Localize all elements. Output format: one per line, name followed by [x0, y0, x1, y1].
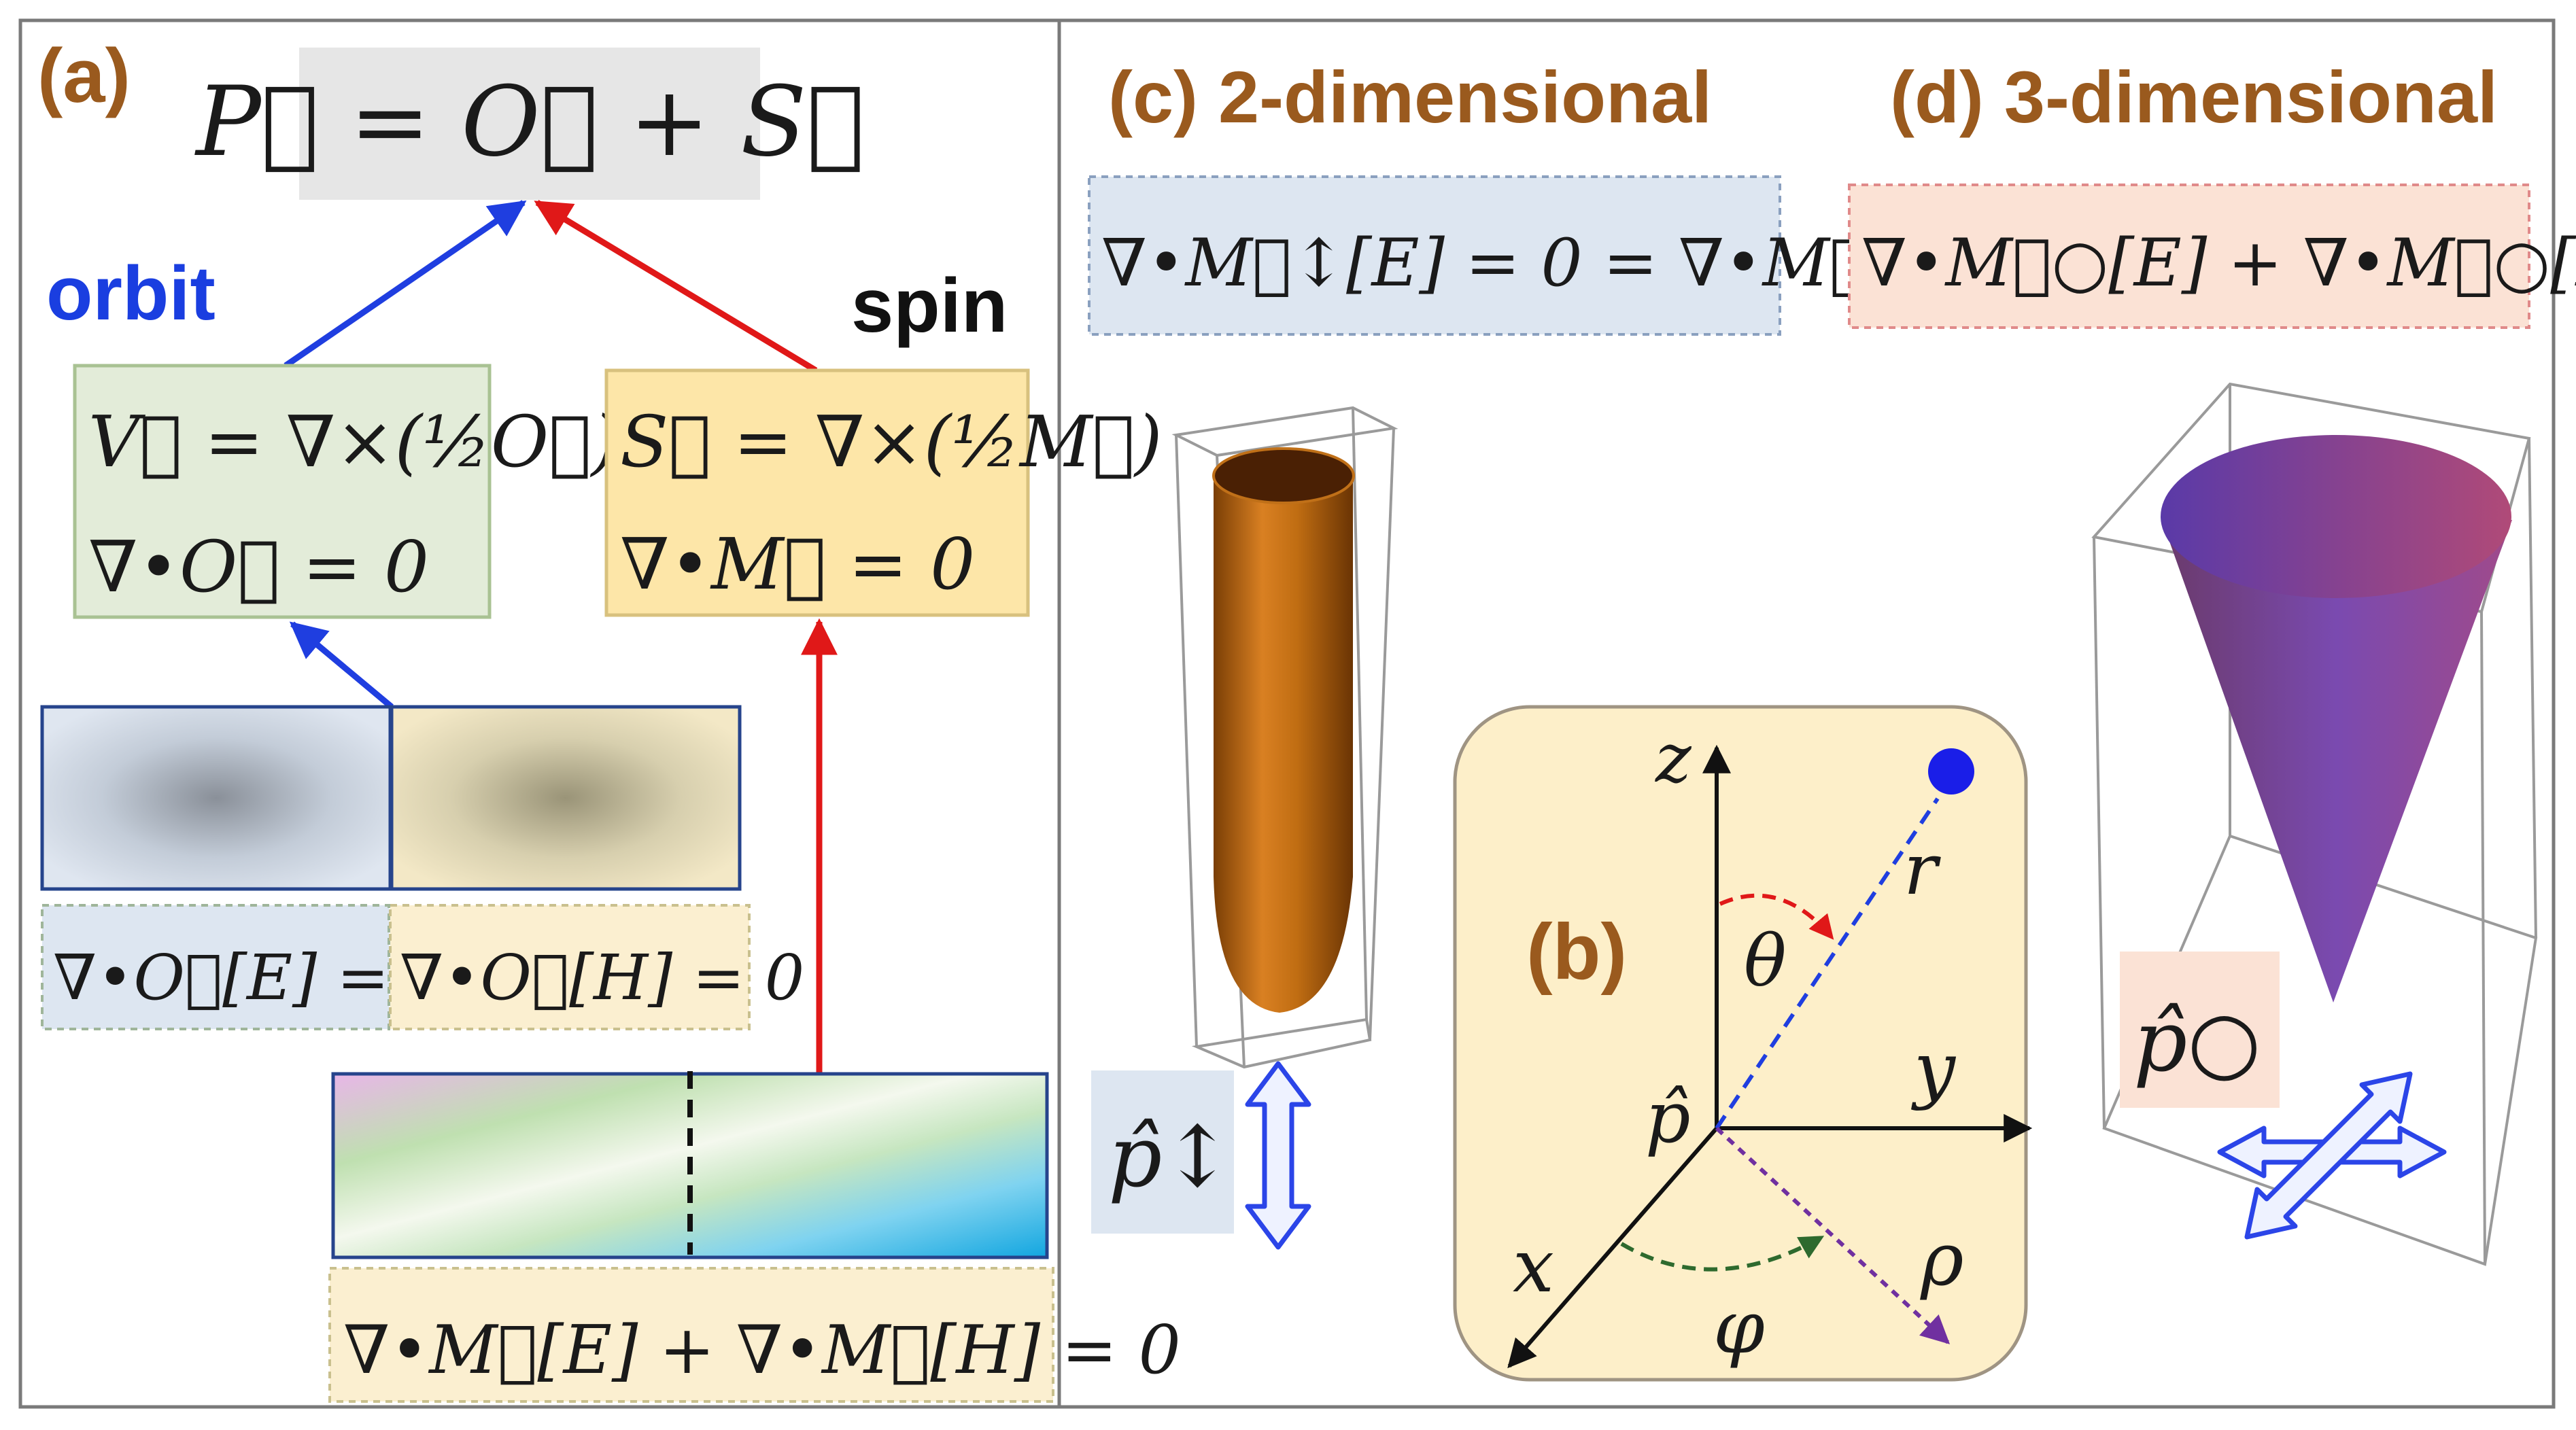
orbit-box-line1: V⃗ = ∇×(½O⃗) — [88, 400, 619, 483]
panel-c-p-label-box — [1091, 1070, 1234, 1234]
panel-b: (b) z y x r θ ρ φ p̂ — [1453, 705, 2033, 1382]
panel-c-cylinder — [1214, 476, 1353, 1013]
spin-to-total-arrow — [534, 200, 818, 373]
top-equation: P⃗ = O⃗ + S⃗ — [194, 66, 864, 178]
panel-c-cylinder-top — [1212, 447, 1355, 504]
theta-label: θ — [1744, 920, 1787, 1002]
spin-box-line1: S⃗ = ∇×(½M⃗) — [620, 400, 1163, 483]
spin-box — [604, 368, 1030, 617]
orbit-box — [73, 364, 492, 619]
orbit-label: orbit — [46, 251, 216, 336]
panel-d: (d) 3-dimensional ∇•M⃗○[E] + ∇•M⃗○[H] = … — [1848, 56, 2576, 1266]
top-equation-box — [299, 48, 760, 200]
double-headed-vertical-arrow-icon — [1245, 1061, 1311, 1250]
eq-h-box — [389, 904, 751, 1030]
h-field-pattern — [390, 705, 742, 891]
eq-e: ∇•O⃗[E] = 0 — [53, 941, 449, 1014]
e-field-pattern — [40, 705, 392, 891]
phi-arc — [1620, 1235, 1825, 1272]
eq-bottom-box — [328, 1267, 1054, 1403]
panel-c-title: (c) 2-dimensional — [1108, 56, 1712, 138]
panel-d-title: (d) 3-dimensional — [1890, 56, 2498, 138]
orbit-box-line2: ∇•O⃗ = 0 — [88, 525, 429, 608]
eq-bottom: ∇•M⃗[E] + ∇•M⃗[H] = 0 — [343, 1312, 1181, 1389]
panel-b-label: (b) — [1526, 907, 1627, 996]
outer-frame — [18, 18, 2556, 1409]
panel-d-p-label: p̂○ — [2133, 993, 2261, 1091]
panel-d-cone-top — [2161, 435, 2511, 598]
p-hat-label: p̂ — [1645, 1076, 1691, 1159]
panel-d-p-label-box — [2120, 952, 2280, 1108]
point-marker — [1928, 748, 1974, 795]
panel-a: (a) P⃗ = O⃗ + S⃗ orbit spin V⃗ = ∇×(½O⃗)… — [37, 33, 1181, 1403]
eq-h: ∇•O⃗[H] = 0 — [400, 941, 804, 1014]
r-label: r — [1904, 828, 1941, 911]
panel-c-p-label: p̂↕ — [1108, 1109, 1233, 1206]
spin-box-line2: ∇•M⃗ = 0 — [620, 523, 975, 606]
y-axis-label: y — [1910, 1027, 1957, 1112]
phi-label: φ — [1713, 1285, 1765, 1370]
z-axis-label: z — [1655, 718, 1692, 798]
r-vector — [1715, 797, 1940, 1130]
panel-d-bounding-box — [2091, 382, 2538, 1266]
panel-a-label: (a) — [37, 33, 131, 118]
orbit-to-total-arrow — [284, 200, 527, 368]
theta-arc — [1719, 893, 1834, 940]
double-headed-cross-arrows-icon — [2217, 1071, 2447, 1240]
x-axis — [1507, 1127, 1719, 1369]
panel-d-cone — [2161, 517, 2512, 1002]
rho-vector — [1715, 1126, 1951, 1344]
panel-d-equation: ∇•M⃗○[E] + ∇•M⃗○[H] = 0 — [1861, 225, 2576, 301]
x-axis-label: x — [1513, 1224, 1554, 1309]
spin-label: spin — [851, 263, 1008, 348]
eq-e-box — [41, 904, 390, 1030]
panel-d-equation-box — [1848, 184, 2530, 329]
panel-c-equation-box — [1088, 175, 1781, 336]
panel-b-background — [1453, 705, 2028, 1382]
rho-label: ρ — [1920, 1217, 1964, 1302]
e-field-to-orbit-arrow — [289, 621, 394, 710]
